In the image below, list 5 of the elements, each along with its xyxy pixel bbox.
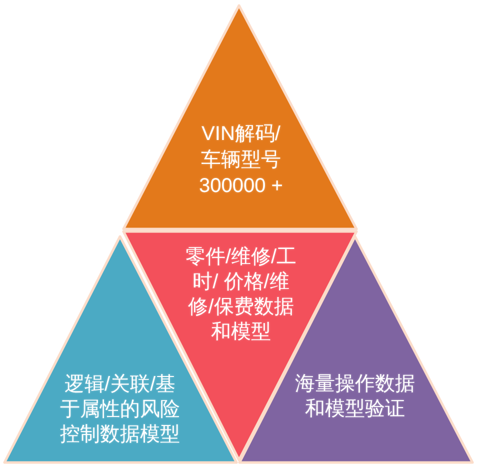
segment-label: VIN解码/车辆型号300000 +	[198, 122, 284, 199]
segment-label: 逻辑/关联/基于属性的风险控制数据模型	[59, 372, 181, 448]
segment-label: 零件/维修/工时/ 价格/维修/保费数据和模型	[184, 245, 298, 345]
segment-label: 海量操作数据和模型验证	[294, 372, 416, 422]
triangle-segment	[122, 4, 358, 231]
